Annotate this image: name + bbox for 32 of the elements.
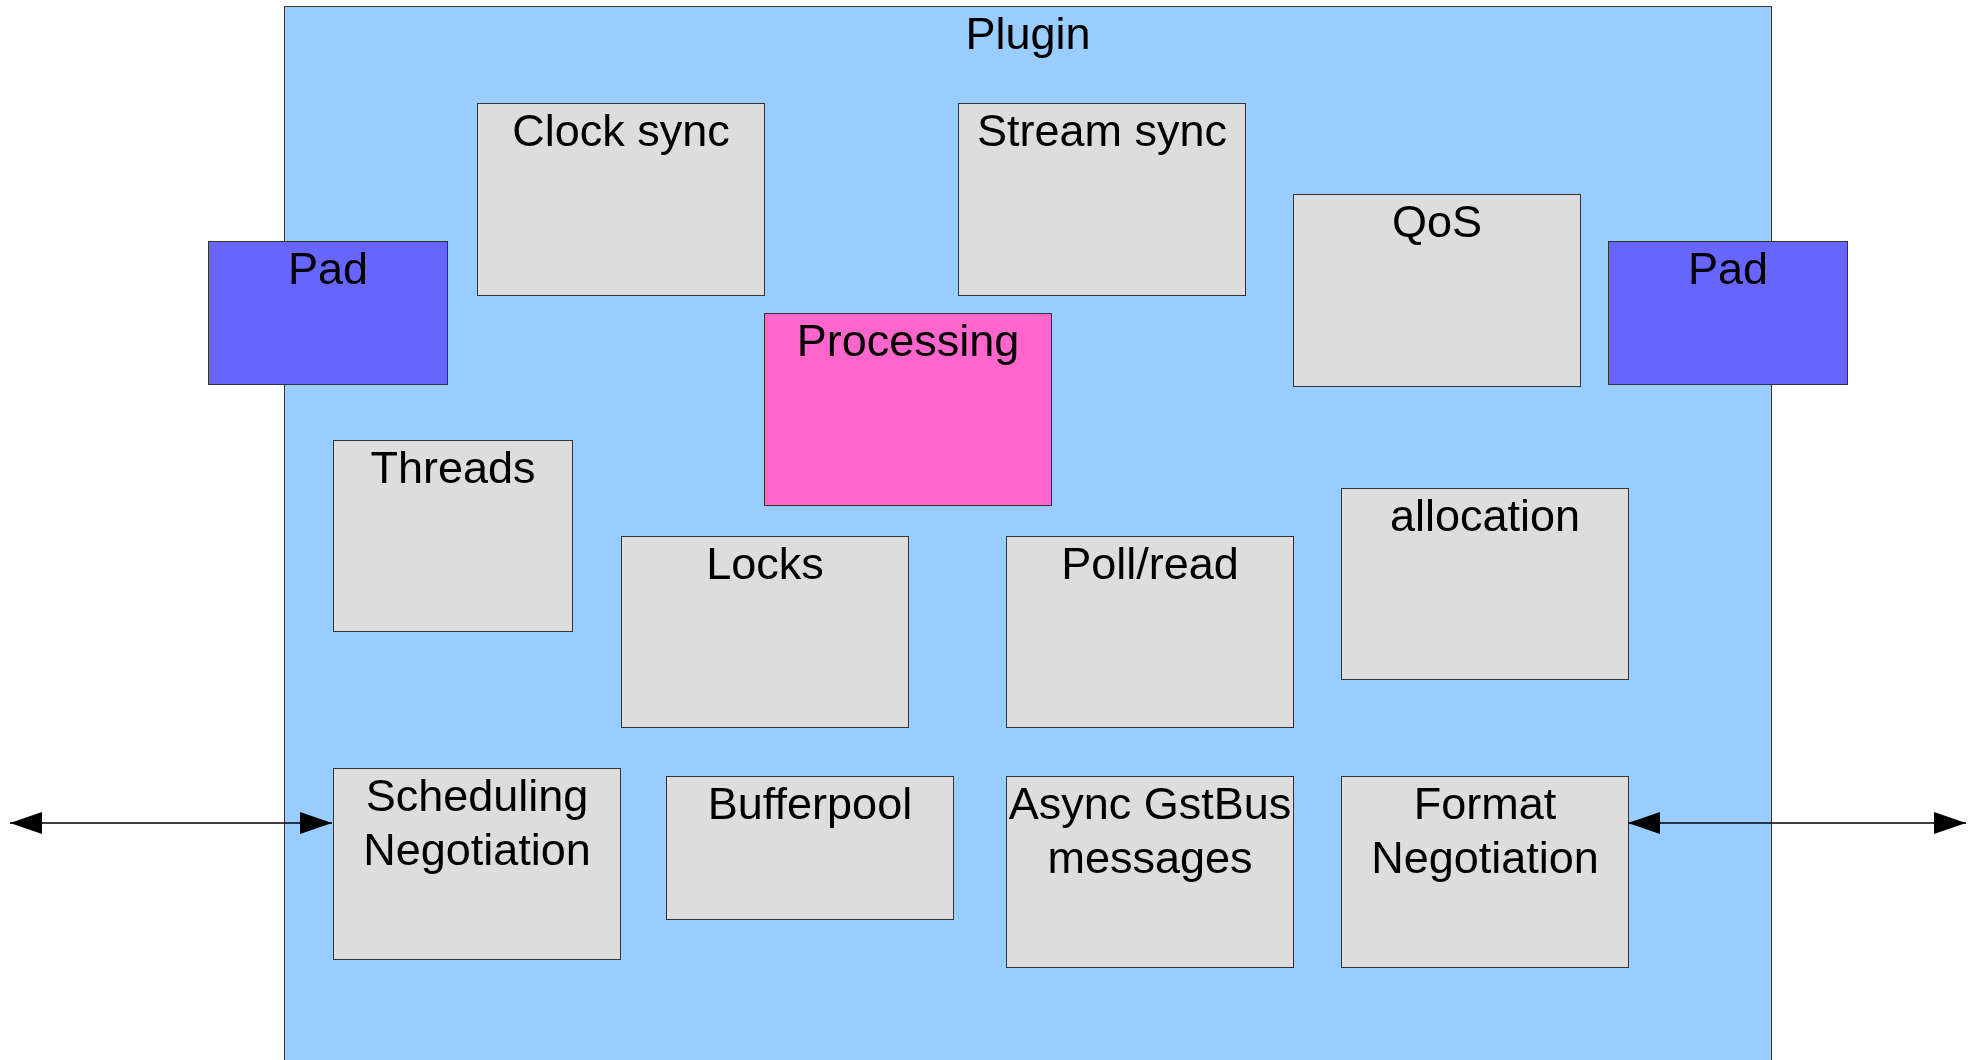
box-label: Locks xyxy=(706,537,824,591)
component-box xyxy=(333,768,621,960)
double-headed-arrow xyxy=(9,812,333,834)
box-label: Format Negotiation xyxy=(1370,777,1600,885)
pad-box xyxy=(1608,241,1848,385)
component-box xyxy=(1341,488,1629,680)
pad-box xyxy=(208,241,448,385)
component-box xyxy=(1006,776,1294,968)
box-label: Stream sync xyxy=(976,104,1228,158)
component-box xyxy=(958,103,1246,296)
box-label: Pad xyxy=(1687,242,1769,296)
container-title: Plugin xyxy=(965,7,1091,61)
component-box xyxy=(621,536,909,728)
box-label: allocation xyxy=(1389,489,1581,543)
plugin-container xyxy=(284,6,1772,1060)
box-label: Pad xyxy=(287,242,369,296)
component-box xyxy=(1341,776,1629,968)
component-box xyxy=(333,440,573,632)
component-box xyxy=(666,776,954,920)
box-label: Clock sync xyxy=(512,104,730,158)
box-label: Poll/read xyxy=(1061,537,1239,591)
box-label: QoS xyxy=(1391,195,1482,249)
box-label: Bufferpool xyxy=(707,777,913,831)
box-label: Processing xyxy=(796,314,1020,368)
component-box xyxy=(1293,194,1581,387)
component-box xyxy=(1006,536,1294,728)
component-box xyxy=(477,103,765,296)
box-label: Scheduling Negotiation xyxy=(362,769,592,877)
processing-box xyxy=(764,313,1052,506)
double-headed-arrow xyxy=(1627,812,1967,834)
box-label: Async GstBus messages xyxy=(1007,777,1293,885)
box-label: Threads xyxy=(370,441,536,495)
